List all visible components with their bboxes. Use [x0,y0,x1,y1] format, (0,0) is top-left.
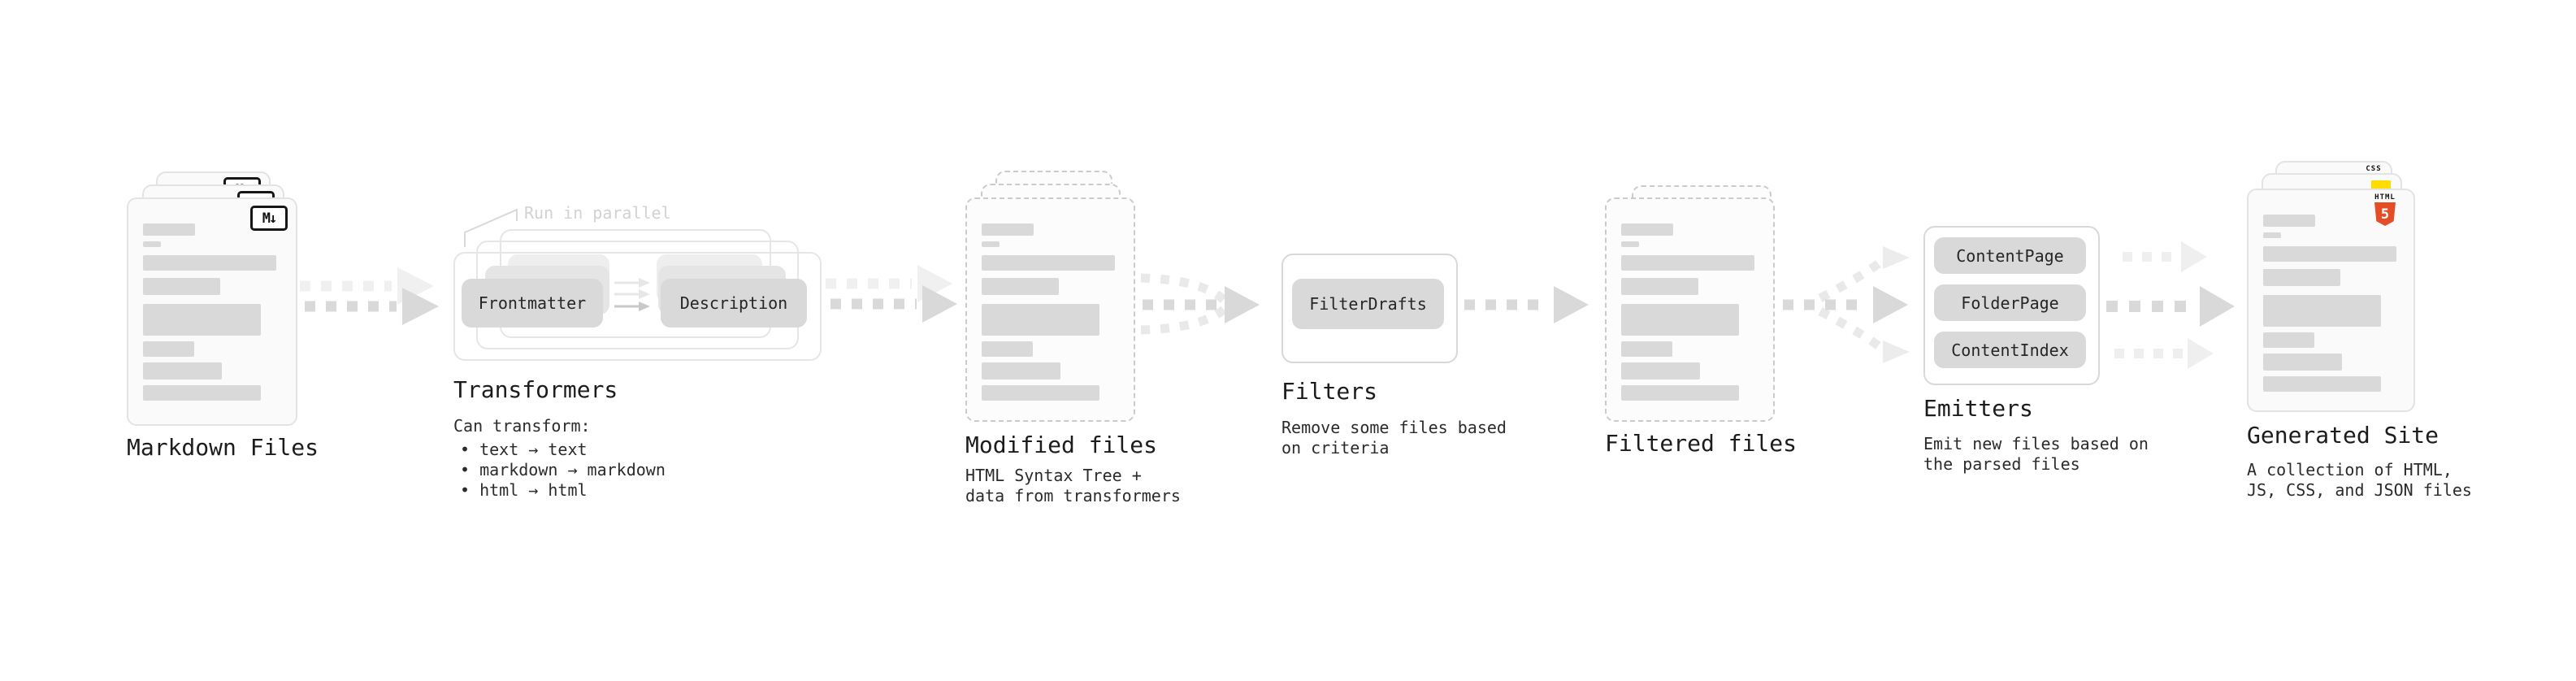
arrow-modified-to-filters-curves [1140,273,1227,335]
placeholder-bar [143,304,261,336]
placeholder-bar [2263,354,2342,371]
placeholder-bar [1621,385,1739,401]
arrow-transformers-to-modified-ghost [826,265,952,302]
stage-label-markdown-files: Markdown Files [127,434,319,461]
arrow-filtered-to-emitters-curves [1818,257,1885,353]
stage-label-filtered-files: Filtered files [1605,430,1798,457]
placeholder-bar [2263,232,2281,238]
css-icon-label: CSS [2366,165,2382,173]
placeholder-bar [2263,269,2340,286]
modified-files-desc: HTML Syntax Tree + [965,466,1142,485]
stage-label-modified-files: Modified files [965,432,1158,458]
placeholder-bar [2263,215,2315,227]
generated-site-desc: A collection of HTML, [2247,460,2452,479]
stage-label-generated-site: Generated Site [2247,422,2439,449]
arrow-markdown-to-transformers-ghost [300,267,434,305]
file-card-front: M↓ [127,197,297,426]
placeholder-bar [1621,362,1700,380]
placeholder-bar [982,385,1099,401]
placeholder-bar [1621,341,1672,357]
js-file-icon [2371,180,2391,190]
stage-label-emitters: Emitters [1923,395,2033,422]
generated-site-desc: JS, CSS, and JSON files [2247,480,2472,500]
placeholder-bar [2263,246,2396,262]
emitters-desc: the parsed files [1923,454,2080,474]
arrow-emitters-to-site-bottom [2114,338,2214,369]
arrow-transformers-to-modified [830,285,957,323]
frontmatter-pill: Frontmatter [462,279,603,327]
arrow-emitters-to-site-middle [2106,286,2235,327]
placeholder-bar [982,241,1000,247]
file-card-front-html: HTML 5 [2247,189,2415,412]
html5-icon: HTML 5 [2366,193,2404,226]
arrow-markdown-to-transformers [305,288,439,325]
arrow-filters-to-filtered [1464,286,1589,323]
filters-desc: on criteria [1281,438,1390,458]
stage-label-filters: Filters [1281,378,1378,405]
filters-desc: Remove some files based [1281,418,1507,437]
transformers-bullet: • markdown → markdown [460,460,666,479]
file-card-front [1605,197,1775,422]
placeholder-bar [1621,241,1639,247]
placeholder-bar [143,341,194,357]
placeholder-bar [143,278,220,295]
folderpage-pill: FolderPage [1934,284,2086,321]
placeholder-bar [143,362,222,380]
emitters-desc: Emit new files based on [1923,434,2149,453]
placeholder-bar [982,304,1099,336]
transformers-bullet: • html → html [460,480,588,500]
arrow-filtered-to-emitters [1783,286,1908,323]
placeholder-bar [982,278,1059,295]
transformers-desc-title: Can transform: [453,416,591,436]
run-in-parallel-annotation: Run in parallel [524,203,671,223]
placeholder-bar [2263,376,2381,392]
placeholder-bar [143,223,195,236]
markdown-icon: M↓ [250,206,288,231]
filterdrafts-pill: FilterDrafts [1292,279,1444,329]
html5-shield: 5 [2374,202,2396,226]
placeholder-bar [982,223,1034,236]
file-card-front [965,197,1135,422]
transformer-layer-front [453,252,822,361]
placeholder-bar [2263,295,2381,327]
placeholder-bar [982,341,1033,357]
modified-files-desc: data from transformers [965,486,1181,505]
placeholder-bar [2263,332,2314,348]
placeholder-bar [143,385,261,401]
placeholder-bar [143,255,276,271]
contentindex-pill: ContentIndex [1934,332,2086,368]
placeholder-bar [982,255,1115,271]
arrow-modified-to-filters [1143,286,1260,323]
placeholder-bar [1621,223,1673,236]
placeholder-bar [1621,304,1739,336]
stage-label-transformers: Transformers [453,376,618,403]
arrow-emitters-to-site-top [2123,241,2207,272]
html5-wordmark: HTML [2374,193,2396,202]
arrow-filtered-to-emitters-side-heads [1883,246,1910,363]
placeholder-bar [1621,255,1754,271]
placeholder-bar [143,241,161,247]
placeholder-bar [982,362,1060,380]
transformers-bullet: • text → text [460,440,588,459]
placeholder-bar [1621,278,1698,295]
contentpage-pill: ContentPage [1934,237,2086,274]
description-pill: Description [661,279,807,327]
